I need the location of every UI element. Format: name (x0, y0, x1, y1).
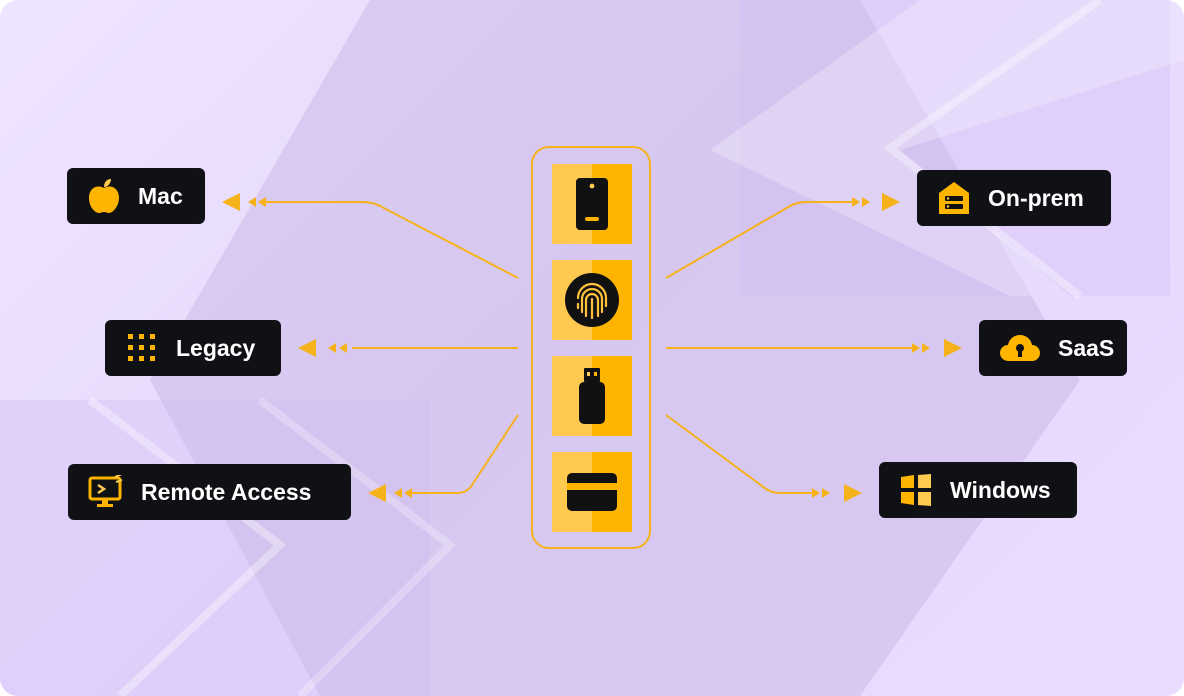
connector-remote-access (412, 414, 519, 494)
arrowhead (844, 484, 862, 502)
arrowhead (368, 484, 386, 502)
arrowhead (922, 343, 930, 353)
target-on-prem-label: On-prem (988, 184, 1084, 211)
target-mac: Mac (67, 168, 205, 224)
arrowhead (912, 343, 920, 353)
remote-desktop-icon (88, 475, 124, 509)
device-tile-card (552, 452, 632, 532)
server-house-icon (937, 181, 971, 215)
grid-dots-icon (125, 331, 159, 365)
arrowhead (258, 197, 266, 207)
connector-windows (665, 414, 812, 494)
connector-mac (262, 201, 519, 279)
arrowhead (298, 339, 316, 357)
device-tile-fingerprint (552, 260, 632, 340)
arrowhead (812, 488, 820, 498)
arrowhead (339, 343, 347, 353)
target-on-prem: On-prem (917, 170, 1111, 226)
arrowhead (394, 488, 402, 498)
smartphone-icon (576, 178, 608, 230)
arrowhead (248, 197, 256, 207)
connector-on-prem (665, 201, 852, 279)
target-mac-label: Mac (138, 182, 183, 209)
arrowhead (222, 193, 240, 211)
apple-icon (87, 178, 121, 214)
fingerprint-icon (565, 273, 619, 327)
arrowhead (852, 197, 860, 207)
target-remote-access: Remote Access (68, 464, 351, 520)
arrowhead (944, 339, 962, 357)
arrowhead (822, 488, 830, 498)
target-saas-label: SaaS (1058, 334, 1115, 361)
windows-icon (899, 473, 933, 507)
smart-card-icon (567, 473, 617, 511)
target-remote-access-label: Remote Access (141, 478, 312, 505)
arrowhead (882, 193, 900, 211)
target-windows-label: Windows (950, 476, 1051, 503)
target-legacy: Legacy (105, 320, 281, 376)
authenticator-frame (531, 146, 651, 549)
usb-key-icon (579, 368, 605, 424)
device-tile-usb-key (552, 356, 632, 436)
target-saas: SaaS (979, 320, 1127, 376)
device-tile-phone (552, 164, 632, 244)
arrowhead (404, 488, 412, 498)
target-legacy-label: Legacy (176, 334, 256, 361)
cloud-lock-icon (999, 333, 1041, 363)
target-windows: Windows (879, 462, 1077, 518)
arrowhead (328, 343, 336, 353)
arrowhead (862, 197, 870, 207)
